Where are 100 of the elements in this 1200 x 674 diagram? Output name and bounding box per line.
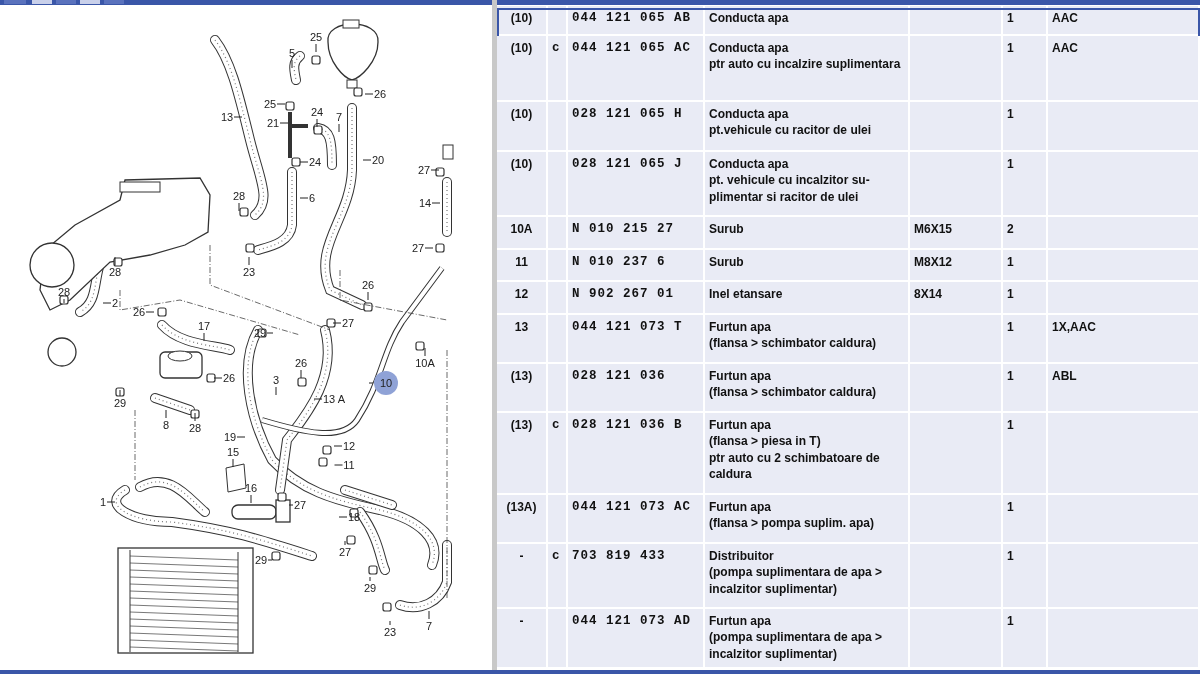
- leader-line: [428, 610, 430, 620]
- quantity: 1: [1007, 254, 1015, 271]
- part-number: 028 121 065 J: [572, 156, 684, 173]
- callout-number: 2: [111, 297, 119, 309]
- leader-line: [276, 103, 286, 105]
- part-name: Surub: [709, 254, 745, 271]
- callout-number: 29: [253, 327, 267, 339]
- leader-line: [248, 256, 250, 266]
- callout-number: 28: [108, 266, 122, 278]
- leader-line: [238, 202, 240, 212]
- callout-number: 29: [113, 397, 127, 409]
- quantity: 1: [1007, 417, 1015, 434]
- part-number: 044 121 073 T: [572, 319, 684, 336]
- part-name: Inel etansare: [709, 286, 784, 303]
- part-number: 703 819 433: [572, 548, 667, 565]
- position-number: (13): [509, 417, 534, 434]
- leader-line: [338, 516, 348, 518]
- part-name: Conducta apa: [709, 40, 790, 57]
- part-note: (pompa suplimentara de apa > incalzitor suplimentar): [709, 564, 884, 598]
- part-note: pt. vehicule cu incalzitor su- plimentar si racitor de ulei: [709, 172, 871, 206]
- leader-line: [194, 412, 196, 422]
- part-number: 028 121 036 B: [572, 417, 684, 434]
- callout-number: 18: [347, 511, 361, 523]
- leader-line: [333, 445, 343, 447]
- part-name: Distribuitor: [709, 548, 775, 565]
- leader-line: [424, 247, 434, 249]
- part-number: 044 121 073 AC: [572, 499, 693, 516]
- callout-number: 5: [288, 47, 296, 59]
- part-number: 028 121 036: [572, 368, 667, 385]
- leader-line: [145, 311, 155, 313]
- leader-line: [332, 322, 342, 324]
- callout-number: 6: [308, 192, 316, 204]
- position-number: (13A): [505, 499, 538, 516]
- quantity: 1: [1007, 40, 1015, 57]
- callout-number: 10A: [415, 357, 435, 369]
- quantity: 1: [1007, 286, 1015, 303]
- part-name: Furtun apa: [709, 368, 772, 385]
- part-note: pt.vehicule cu racitor de ulei: [709, 122, 873, 139]
- callout-number: 28: [57, 286, 71, 298]
- quantity: 2: [1007, 221, 1015, 238]
- callout-number: 13: [220, 111, 234, 123]
- position-number: (10): [509, 10, 534, 27]
- leader-line: [313, 398, 323, 400]
- leader-line: [334, 464, 343, 466]
- callout-number: 26: [294, 357, 308, 369]
- part-note: (flansa > schimbator caldura): [709, 335, 878, 352]
- leader-line: [299, 197, 309, 199]
- part-number: 044 121 065 AB: [572, 10, 693, 27]
- model-code: 1X,AAC: [1052, 319, 1097, 336]
- leader-line: [63, 298, 65, 304]
- leader-line: [266, 332, 274, 334]
- part-name: Furtun apa: [709, 319, 772, 336]
- leader-line: [233, 116, 243, 118]
- leader-line: [203, 332, 205, 342]
- quantity: 1: [1007, 156, 1015, 173]
- leader-line: [368, 382, 374, 384]
- model-code: AAC: [1052, 10, 1079, 27]
- callout-number: 15: [226, 446, 240, 458]
- part-number: 044 121 065 AC: [572, 40, 693, 57]
- size-spec: 8X14: [914, 286, 944, 303]
- part-number: N 010 215 27: [572, 221, 675, 238]
- part-note: (pompa suplimentara de apa > incalzitor suplimentar): [709, 629, 884, 663]
- part-name: Conducta apa: [709, 106, 790, 123]
- leader-line: [362, 159, 372, 161]
- highlighted-callout-number: 10: [374, 371, 398, 395]
- leader-line: [279, 122, 289, 124]
- leader-line: [102, 302, 112, 304]
- quantity: 1: [1007, 548, 1015, 565]
- leader-line: [291, 59, 293, 69]
- part-number: 044 121 073 AD: [572, 613, 693, 630]
- callout-number: 23: [242, 266, 256, 278]
- callout-number: 3: [272, 374, 280, 386]
- callout-number: 28: [188, 422, 202, 434]
- callout-number: 27: [341, 317, 355, 329]
- quantity: 1: [1007, 319, 1015, 336]
- callout-number: 13 A: [323, 393, 345, 405]
- callout-number: 7: [335, 111, 343, 123]
- leader-line: [267, 559, 273, 561]
- model-code: AAC: [1052, 40, 1079, 57]
- callout-number: 26: [132, 306, 146, 318]
- position-number: -: [518, 548, 525, 565]
- callout-number: 28: [232, 190, 246, 202]
- leader-line: [165, 409, 167, 419]
- callout-number: 26: [361, 279, 375, 291]
- leader-line: [232, 458, 234, 468]
- callout-number: 29: [363, 582, 377, 594]
- part-name: Furtun apa: [709, 499, 772, 516]
- quantity: 1: [1007, 368, 1015, 385]
- callout-number: 27: [338, 546, 352, 558]
- position-number: (13): [509, 368, 534, 385]
- part-number: 028 121 065 H: [572, 106, 684, 123]
- model-code: ABL: [1052, 368, 1078, 385]
- leader-line: [344, 540, 346, 546]
- part-note: ptr auto cu incalzire suplimentara: [709, 56, 902, 73]
- quantity: 1: [1007, 10, 1015, 27]
- callout-number: 26: [222, 372, 236, 384]
- leader-line: [369, 576, 371, 582]
- part-note: (flansa > piesa in T): [709, 433, 822, 450]
- callout-number: 27: [417, 164, 431, 176]
- part-name: Surub: [709, 221, 745, 238]
